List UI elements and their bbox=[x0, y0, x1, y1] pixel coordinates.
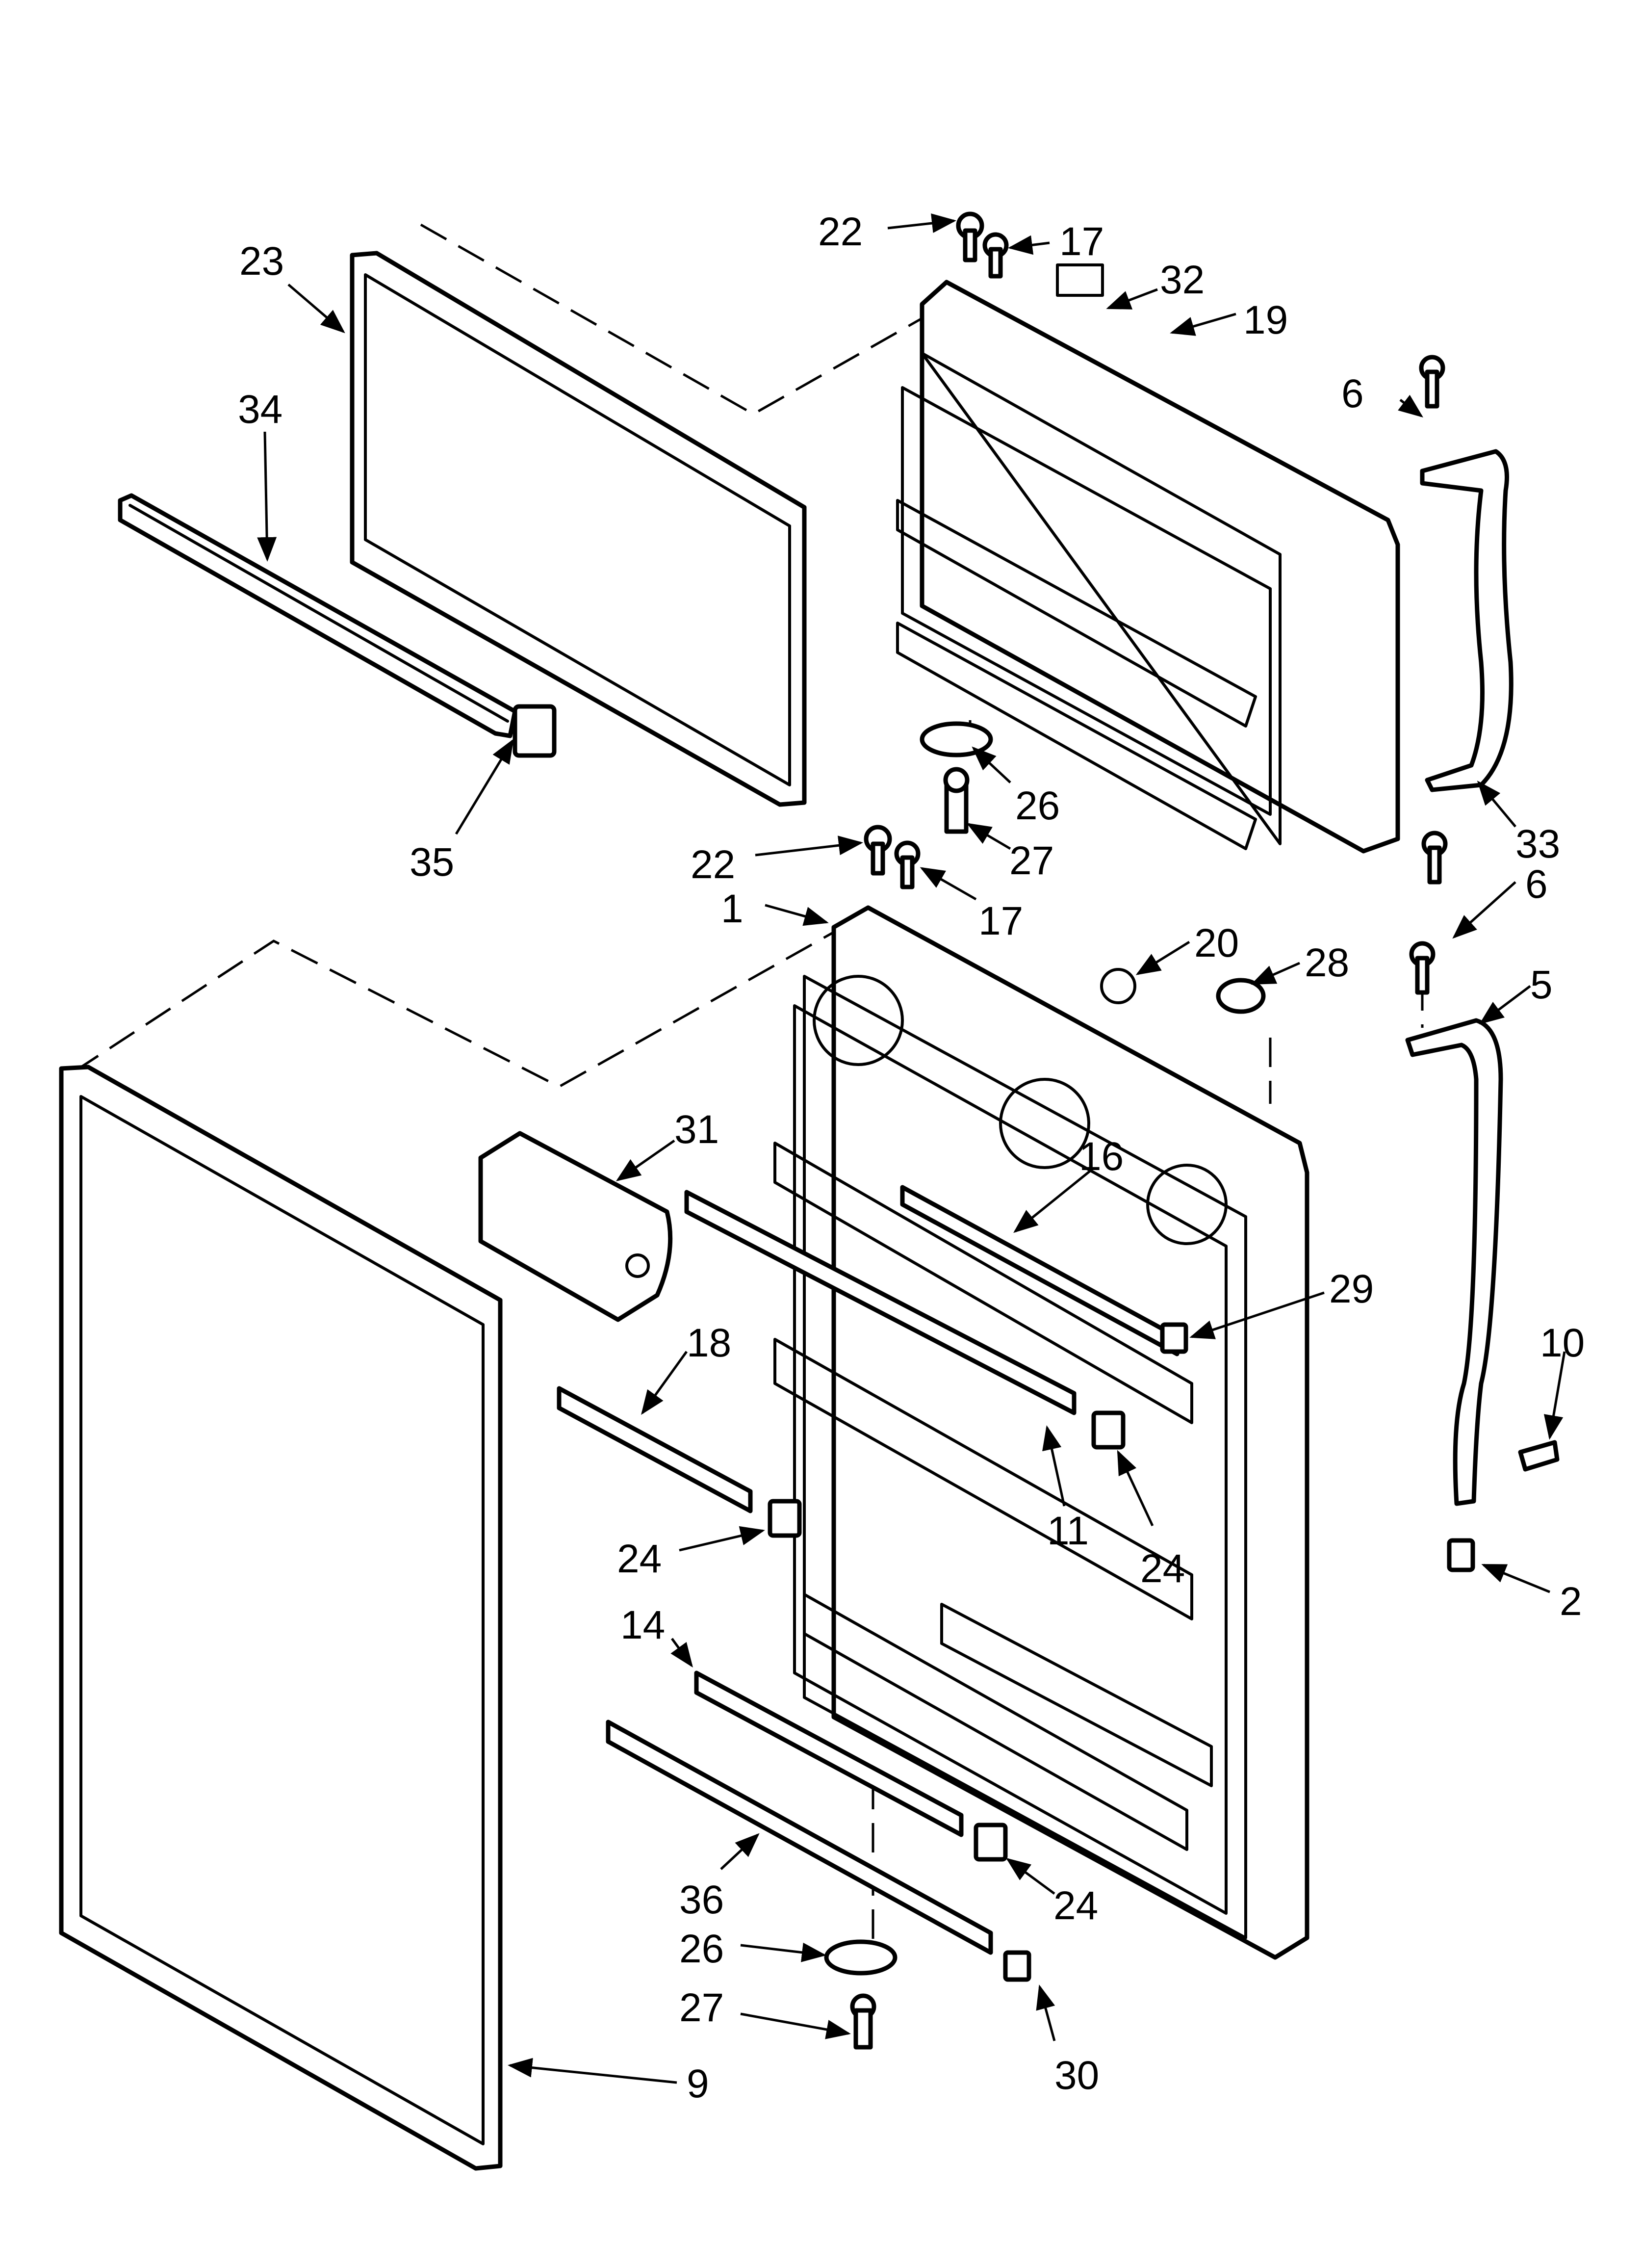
callout-6-top: 6 bbox=[1341, 371, 1364, 416]
callout-23: 23 bbox=[239, 239, 284, 284]
fresh-food-hinge-hardware bbox=[864, 825, 1266, 1014]
end-cap-35 bbox=[513, 704, 557, 758]
callout-5: 5 bbox=[1530, 963, 1553, 1007]
callout-26-bottom: 26 bbox=[679, 1927, 724, 1971]
freezer-door-trim bbox=[118, 493, 517, 738]
callout-27-top: 27 bbox=[1009, 838, 1054, 883]
callout-24-right: 24 bbox=[1140, 1546, 1185, 1591]
upper-handle bbox=[1419, 355, 1514, 885]
callout-29: 29 bbox=[1329, 1267, 1374, 1311]
callout-labels: 22 17 32 19 23 34 6 26 27 33 35 22 1 17 … bbox=[238, 209, 1585, 2106]
lower-hinge-hardware bbox=[824, 1939, 898, 2050]
freezer-door-gasket bbox=[350, 251, 807, 807]
callout-31: 31 bbox=[674, 1107, 719, 1152]
callout-32: 32 bbox=[1160, 258, 1205, 302]
callout-27-bottom: 27 bbox=[679, 1985, 724, 2030]
dairy-door-bin bbox=[478, 1131, 673, 1322]
shelf-clips bbox=[768, 1322, 1188, 1982]
callout-24-left: 24 bbox=[617, 1537, 662, 1581]
callout-36: 36 bbox=[679, 1877, 724, 1922]
callout-24-bottom: 24 bbox=[1053, 1883, 1098, 1928]
callout-20: 20 bbox=[1194, 921, 1239, 965]
callout-26-top: 26 bbox=[1015, 783, 1060, 828]
callout-16: 16 bbox=[1079, 1134, 1124, 1179]
callout-14: 14 bbox=[620, 1603, 665, 1647]
callout-34: 34 bbox=[238, 387, 282, 432]
callout-10: 10 bbox=[1540, 1321, 1585, 1365]
callout-30: 30 bbox=[1054, 2053, 1099, 2098]
callout-33: 33 bbox=[1515, 822, 1560, 866]
callout-28: 28 bbox=[1305, 940, 1349, 985]
fresh-food-door bbox=[773, 905, 1309, 1960]
leader-lines bbox=[257, 213, 1566, 2084]
callout-19: 19 bbox=[1243, 298, 1288, 342]
callout-6-mid: 6 bbox=[1525, 862, 1548, 907]
fresh-food-gasket bbox=[59, 1065, 503, 2171]
callout-18: 18 bbox=[687, 1321, 731, 1365]
lower-handle bbox=[1405, 941, 1560, 1572]
freezer-hinge-hardware bbox=[920, 211, 1009, 834]
callout-9: 9 bbox=[687, 2061, 709, 2106]
callout-11: 11 bbox=[1047, 1509, 1089, 1553]
callout-17-mid: 17 bbox=[978, 899, 1023, 943]
callout-1: 1 bbox=[721, 886, 744, 931]
callout-22-mid: 22 bbox=[691, 842, 735, 887]
callout-2: 2 bbox=[1560, 1579, 1582, 1624]
callout-22-top: 22 bbox=[818, 209, 863, 254]
shelf-trims bbox=[557, 1185, 1180, 1955]
callout-17-top: 17 bbox=[1059, 219, 1104, 264]
callout-35: 35 bbox=[410, 840, 454, 885]
freezer-door bbox=[896, 263, 1400, 854]
